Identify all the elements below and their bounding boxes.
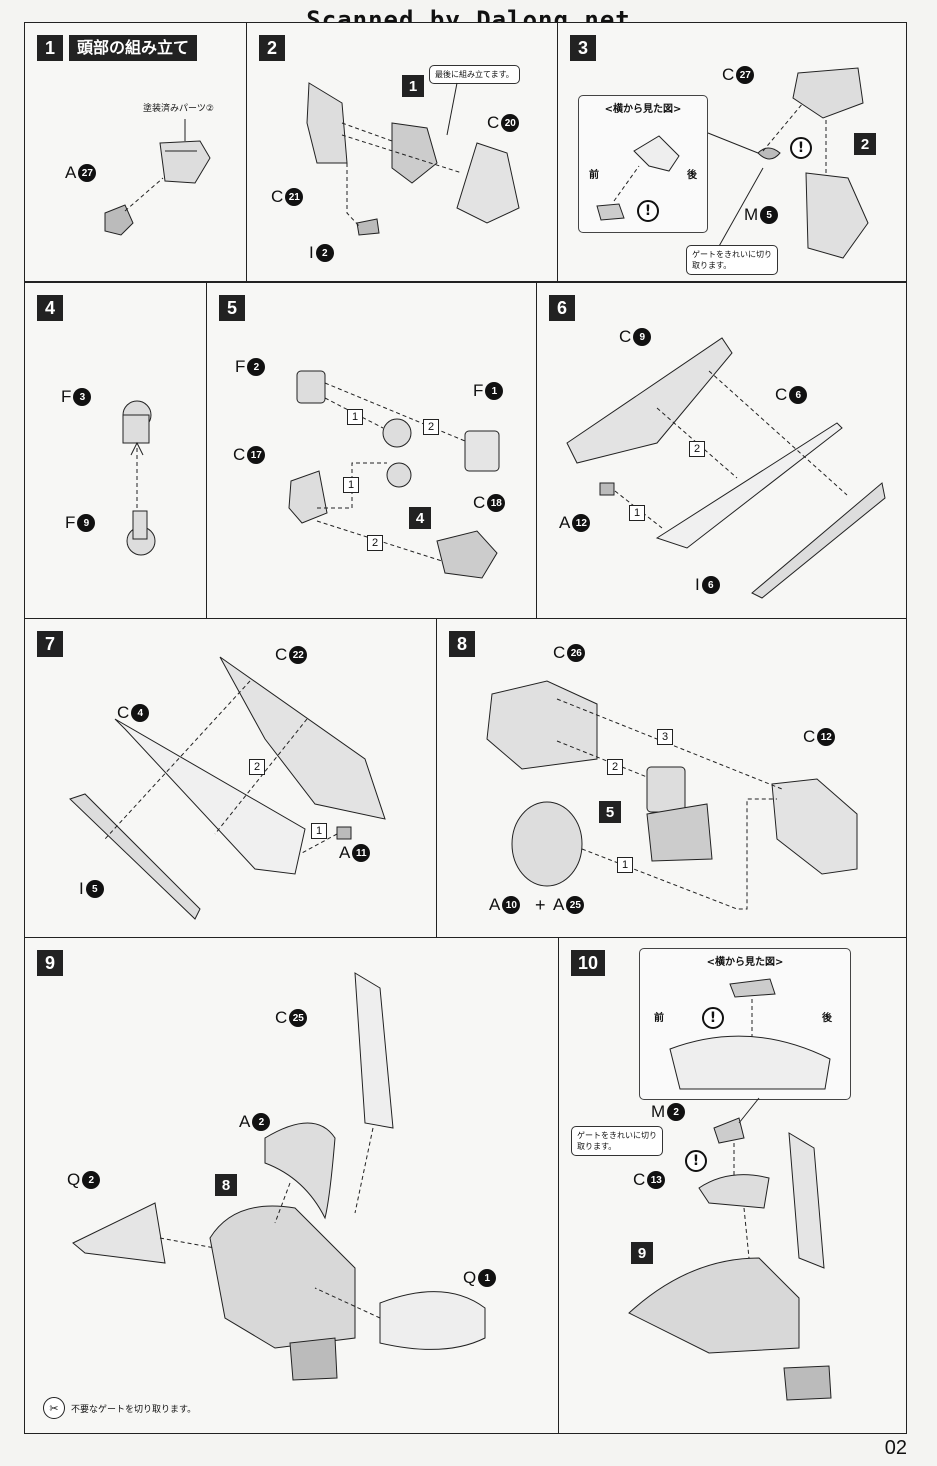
shoulder-assembly-illustration: [288, 370, 500, 579]
order-marker: 1: [343, 477, 359, 493]
step-number: 8: [449, 631, 475, 657]
order-marker: 1: [629, 505, 645, 521]
wing-assembly-illustration: [566, 337, 886, 599]
order-marker: 2: [689, 441, 705, 457]
ref-step-1: 1: [402, 75, 424, 97]
ref-step-4: 4: [409, 507, 431, 529]
caution-icon: !: [685, 1150, 707, 1172]
head-mount-illustration: [628, 1097, 832, 1401]
order-marker: 2: [423, 419, 439, 435]
footnote-text: 不要なゲートを切り取ります。: [71, 1404, 197, 1415]
step-number: 2: [259, 35, 285, 61]
ref-step-8: 8: [215, 1174, 237, 1196]
step-number: 4: [37, 295, 63, 321]
wing-assembly-illustration: [69, 656, 386, 920]
step-number: 7: [37, 631, 63, 657]
gate-cut-icon: ✂: [43, 1397, 65, 1419]
caution-icon: !: [702, 1007, 724, 1029]
front-label: 前: [589, 170, 599, 181]
step-number: 9: [37, 950, 63, 976]
gate-note: ゲートをきれいに切り取ります。: [571, 1126, 663, 1156]
plus-sign: +: [535, 895, 546, 915]
order-marker: 3: [657, 729, 673, 745]
back-label: 後: [687, 170, 697, 181]
step-title: 頭部の組み立て: [69, 35, 198, 61]
step-number: 10: [571, 950, 605, 976]
order-marker: 2: [249, 759, 265, 775]
front-label: 前: [654, 1013, 664, 1024]
step-number: 6: [549, 295, 575, 321]
step-number: 3: [570, 35, 596, 61]
order-marker: 1: [311, 823, 327, 839]
order-marker: 2: [367, 535, 383, 551]
caution-icon: !: [637, 200, 659, 222]
inset-title: <横から見た図>: [604, 104, 682, 115]
footnote: ✂ 不要なゲートを切り取ります。: [43, 1397, 196, 1419]
back-label: 後: [822, 1013, 832, 1024]
side-view-inset: <横から見た図> 前 後 !: [578, 95, 708, 233]
head-assembly-illustration: [306, 82, 520, 236]
ref-step-2: 2: [854, 133, 876, 155]
order-marker: 2: [607, 759, 623, 775]
head-side-illustration: [707, 67, 869, 259]
gate-note: ゲートをきれいに切り取ります。: [686, 245, 778, 275]
ref-step-5: 5: [599, 801, 621, 823]
head-parts-illustration: [104, 119, 211, 236]
step-number: 1: [37, 35, 63, 61]
torso-assembly-illustration: [72, 972, 486, 1381]
page-number: 02: [884, 1437, 907, 1459]
body-assembly-illustration: [486, 680, 858, 910]
ref-step-9: 9: [631, 1242, 653, 1264]
inset-title: <横から見た図>: [706, 957, 784, 968]
painted-part-note: 塗装済みパーツ②: [143, 104, 214, 114]
step-number: 5: [219, 295, 245, 321]
order-marker: 1: [347, 409, 363, 425]
side-view-inset: <横から見た図> 前 後 !: [639, 948, 851, 1100]
assemble-last-note: 最後に組み立てます。: [429, 65, 520, 84]
joint-parts-illustration: [122, 400, 156, 556]
caution-icon: !: [790, 137, 812, 159]
order-marker: 1: [617, 857, 633, 873]
